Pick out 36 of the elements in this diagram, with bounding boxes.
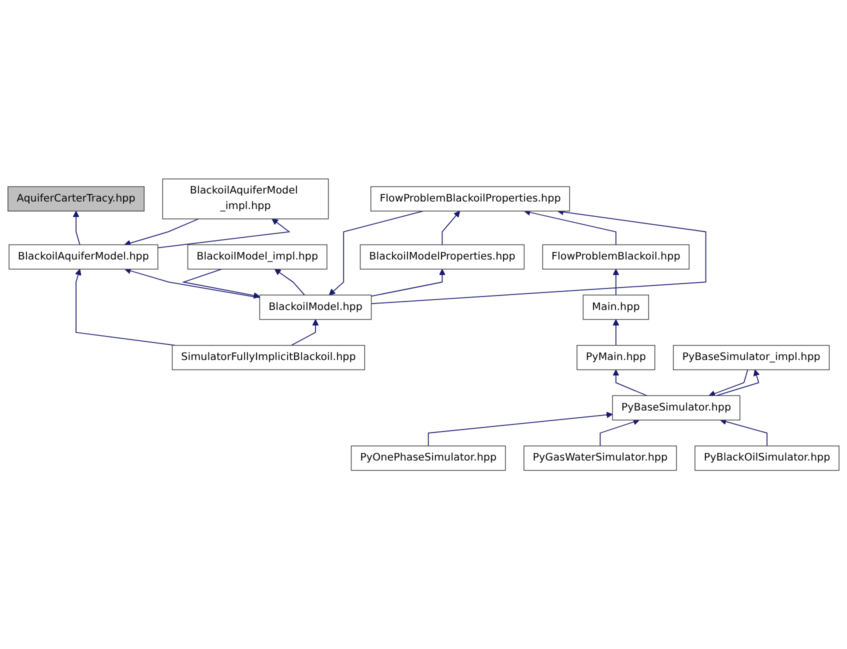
node-box: Main.hpp <box>582 294 650 320</box>
node-box: BlackoilAquiferModel _impl.hpp <box>162 178 329 220</box>
arrow <box>157 218 290 248</box>
arrow <box>72 210 80 246</box>
node-box: BlackoilAquiferModel.hpp <box>8 244 158 270</box>
node-box: PyMain.hpp <box>576 344 656 370</box>
arrow <box>428 412 613 446</box>
node-box: FlowProblemBlackoilProperties.hpp <box>370 186 570 212</box>
arrow <box>124 218 200 246</box>
arrow <box>716 369 760 396</box>
arrow <box>274 268 306 296</box>
node-box: PyOnePhaseSimulator.hpp <box>350 445 506 471</box>
arrow <box>328 210 424 296</box>
node-box: PyBlackOilSimulator.hpp <box>694 445 840 471</box>
node-box: SimulatorFullyImplicitBlackoil.hpp <box>172 344 366 370</box>
arrow <box>124 268 260 298</box>
arrow <box>290 319 319 346</box>
arrow <box>182 268 260 299</box>
arrow <box>370 268 446 296</box>
node-box: BlackoilModelProperties.hpp <box>360 244 525 270</box>
node-box: PyBaseSimulator_impl.hpp <box>672 344 830 370</box>
arrow <box>708 369 748 397</box>
node-box: AquiferCarterTracy.hpp <box>8 186 145 212</box>
node-box: BlackoilModel.hpp <box>259 294 372 320</box>
arrow <box>612 369 648 396</box>
arrow <box>612 319 620 346</box>
node-box: FlowProblemBlackoil.hpp <box>542 244 690 270</box>
node-box: PyGasWaterSimulator.hpp <box>524 445 677 471</box>
node-box: BlackoilModel_impl.hpp <box>187 244 328 270</box>
arrow <box>524 209 616 246</box>
arrow <box>612 268 620 296</box>
arrow <box>442 210 460 246</box>
node-box: PyBaseSimulator.hpp <box>612 395 740 420</box>
arrow <box>720 418 768 446</box>
arrow <box>370 208 706 304</box>
arrow <box>600 418 640 446</box>
